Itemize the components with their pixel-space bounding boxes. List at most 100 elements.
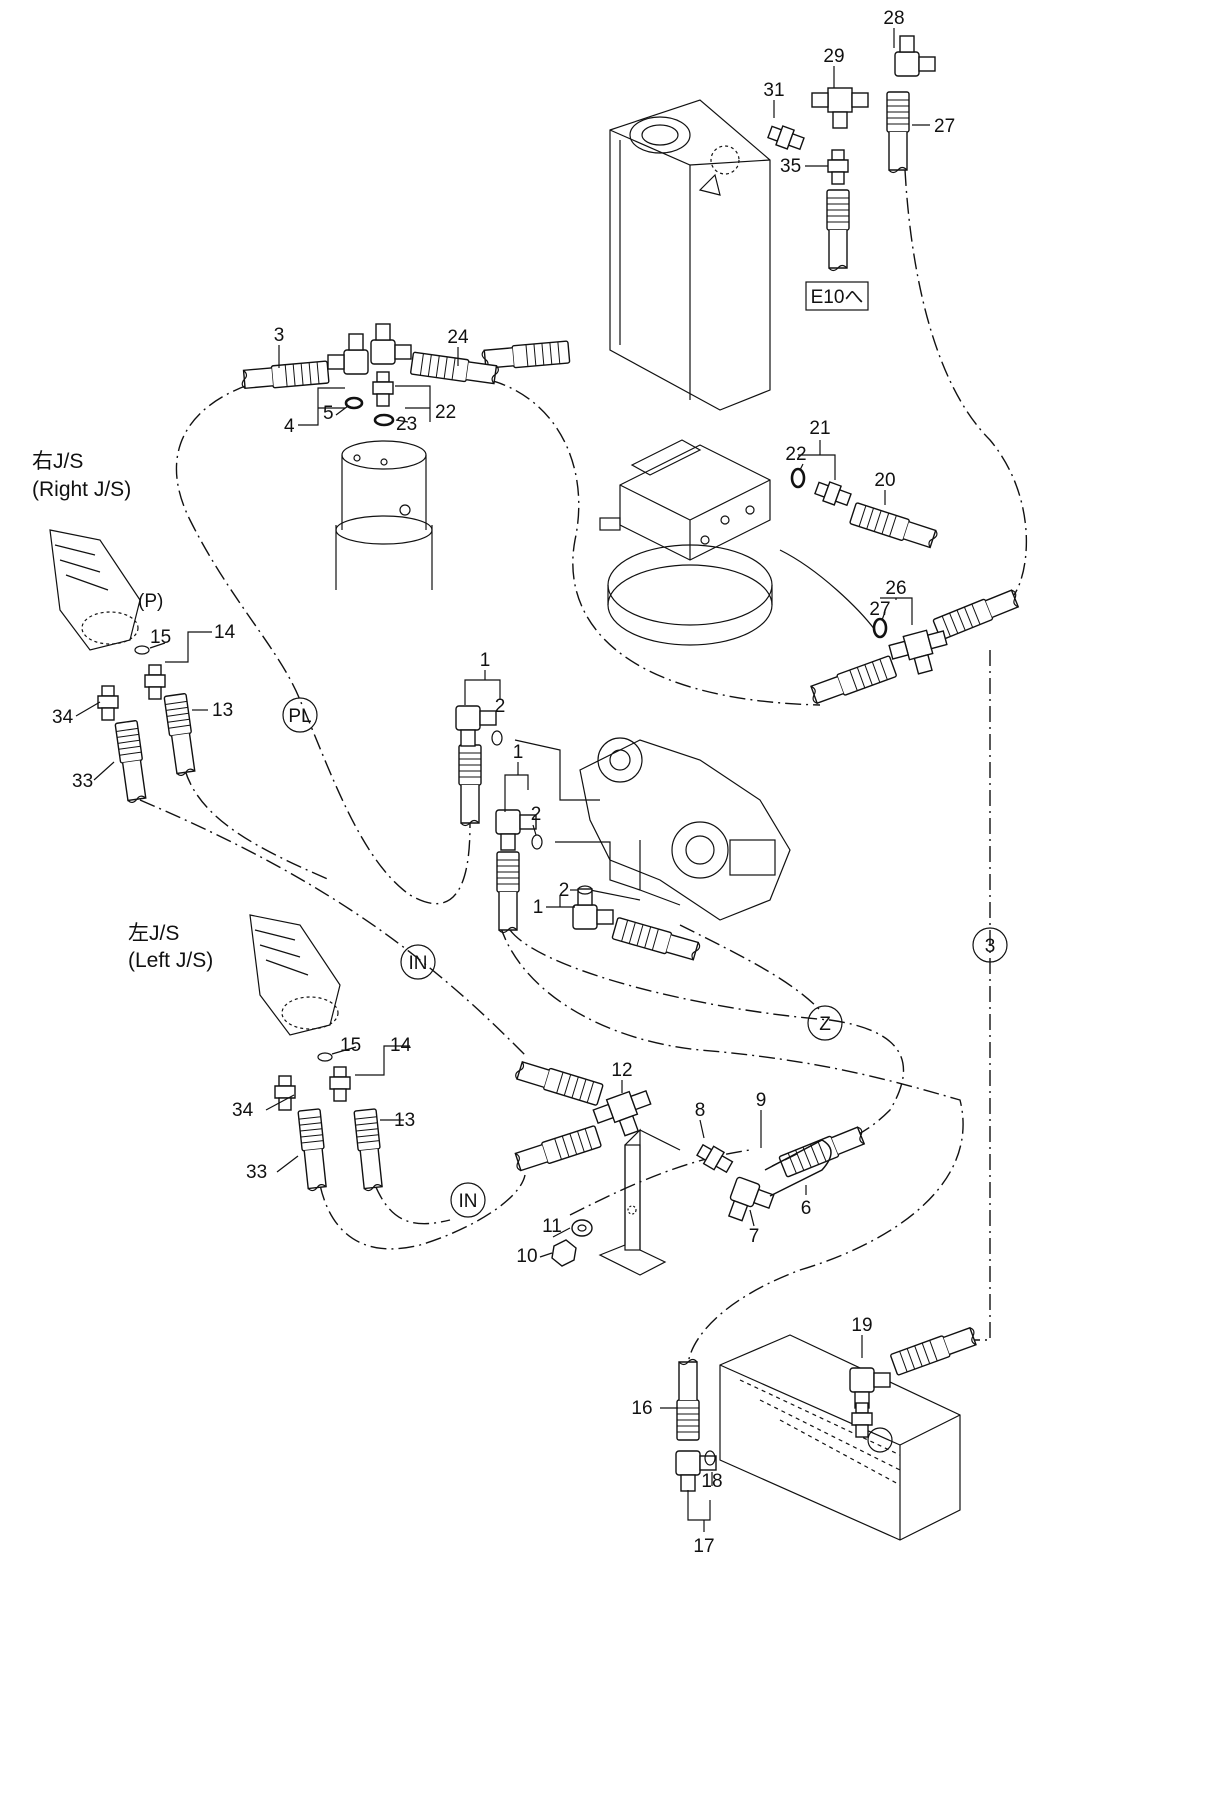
adapter-35 [827, 149, 849, 185]
callout-4: 4 [284, 416, 295, 437]
callout-9: 9 [756, 1090, 767, 1111]
bracket [598, 1128, 667, 1276]
right-joystick [49, 529, 141, 651]
hose-26-right [932, 586, 1023, 641]
left-joystick-caption: 左J/S (Left J/S) [128, 922, 213, 972]
tag-z: Z [807, 1005, 843, 1041]
elbow-19 [849, 1367, 891, 1409]
hose-16 [676, 1358, 700, 1441]
o-ring-18 [704, 1450, 716, 1466]
elbow-1-c [572, 888, 614, 930]
callout-14-left: 14 [390, 1035, 412, 1056]
callout-6: 6 [801, 1198, 812, 1219]
callout-1-c: 1 [533, 897, 544, 918]
left-joystick [249, 914, 341, 1036]
left-js-label-jp: 左J/S [128, 922, 179, 945]
port-p-label: (P) [138, 591, 163, 612]
adapter-14-right [144, 664, 166, 700]
right-js-label-en: (Right J/S) [32, 478, 131, 501]
tag-pl: PL [282, 697, 318, 733]
nut-10 [551, 1239, 577, 1267]
hoses [114, 91, 1023, 1441]
svg-text:Z: Z [819, 1014, 831, 1035]
callout-2-c: 2 [559, 880, 570, 901]
pilot-lines [139, 169, 1027, 1366]
hose-e10 [826, 189, 850, 272]
callout-33-right: 33 [72, 771, 93, 792]
o-rings [134, 396, 888, 1466]
callout-30: 29 [823, 46, 844, 67]
callout-35: 35 [780, 156, 801, 177]
hose-3-bottom [889, 1324, 980, 1377]
callout-22: 22 [785, 444, 806, 465]
o-ring-22 [790, 467, 806, 489]
callout-2-a: 2 [495, 696, 506, 717]
right-js-label-jp: 右J/S [32, 450, 83, 473]
o-ring-27 [872, 617, 888, 639]
elbow-7 [723, 1175, 777, 1229]
callout-10: 10 [516, 1246, 537, 1267]
callout-23: 22 [435, 402, 456, 423]
hose-in-bottom [511, 1124, 603, 1174]
o-ring-15-right [134, 645, 150, 655]
elbow-4 [327, 333, 369, 375]
tee-26 [887, 625, 953, 680]
callout-34-left: 34 [232, 1100, 254, 1121]
callout-27: 27 [869, 599, 890, 620]
callout-1-a: 1 [480, 650, 491, 671]
callout-8: 8 [695, 1100, 706, 1121]
callout-33-left: 33 [246, 1162, 267, 1183]
callout-19: 19 [851, 1315, 872, 1336]
hose-26-left [807, 654, 898, 707]
callout-34-right: 34 [52, 707, 74, 728]
hose-28 [886, 91, 910, 174]
callout-31: 31 [763, 80, 784, 101]
callout-5: 5 [323, 403, 334, 424]
hose-pump-3 [611, 916, 702, 964]
adapter-34-right [97, 685, 119, 721]
swing-motor [599, 439, 773, 646]
callout-12: 12 [611, 1060, 632, 1081]
callout-2-b: 2 [531, 804, 542, 825]
callout-28: 27 [934, 116, 955, 137]
hose-13-right [163, 692, 198, 777]
elbow-1-a [455, 705, 497, 747]
o-ring-2-a [491, 730, 503, 746]
o-ring-5 [344, 396, 364, 410]
svg-text:3: 3 [985, 936, 996, 957]
callout-29: 28 [883, 8, 904, 29]
callout-13-right: 13 [212, 700, 233, 721]
callout-17: 17 [693, 1536, 714, 1557]
o-ring-15-left [317, 1052, 333, 1062]
callout-15-right: 15 [150, 627, 171, 648]
callout-26: 26 [885, 578, 906, 599]
tag-in-top: IN [400, 944, 436, 980]
elbow-23 [370, 323, 412, 365]
adapter-31 [765, 121, 807, 154]
swivel-joint [335, 440, 433, 590]
leaders [75, 28, 930, 1532]
hose-pump-2 [496, 851, 520, 934]
hose-in-top [513, 1058, 604, 1107]
tag-3: 3 [972, 927, 1008, 963]
callout-21: 21 [809, 418, 830, 439]
control-valve [719, 1334, 961, 1541]
svg-text:PL: PL [288, 706, 311, 727]
left-js-label-en: (Left J/S) [128, 949, 213, 972]
tee-30 [811, 87, 869, 129]
tag-in-bottom: IN [450, 1182, 486, 1218]
main-pump [579, 737, 791, 921]
adapter-14-left [329, 1066, 351, 1102]
callout-16: 16 [631, 1398, 652, 1419]
hose-13-left [353, 1108, 386, 1192]
washer-11 [571, 1219, 593, 1237]
callout-11: 11 [542, 1216, 562, 1237]
svg-text:IN: IN [409, 953, 428, 974]
callout-24: 23 [396, 414, 417, 435]
callout-18: 18 [701, 1471, 722, 1492]
callout-20: 20 [874, 470, 895, 491]
callout-3-top: 3 [274, 325, 285, 346]
adapter-23-body [372, 371, 394, 407]
callout-1-b: 1 [513, 742, 524, 763]
e10-reference-box: E10へ [805, 281, 869, 311]
